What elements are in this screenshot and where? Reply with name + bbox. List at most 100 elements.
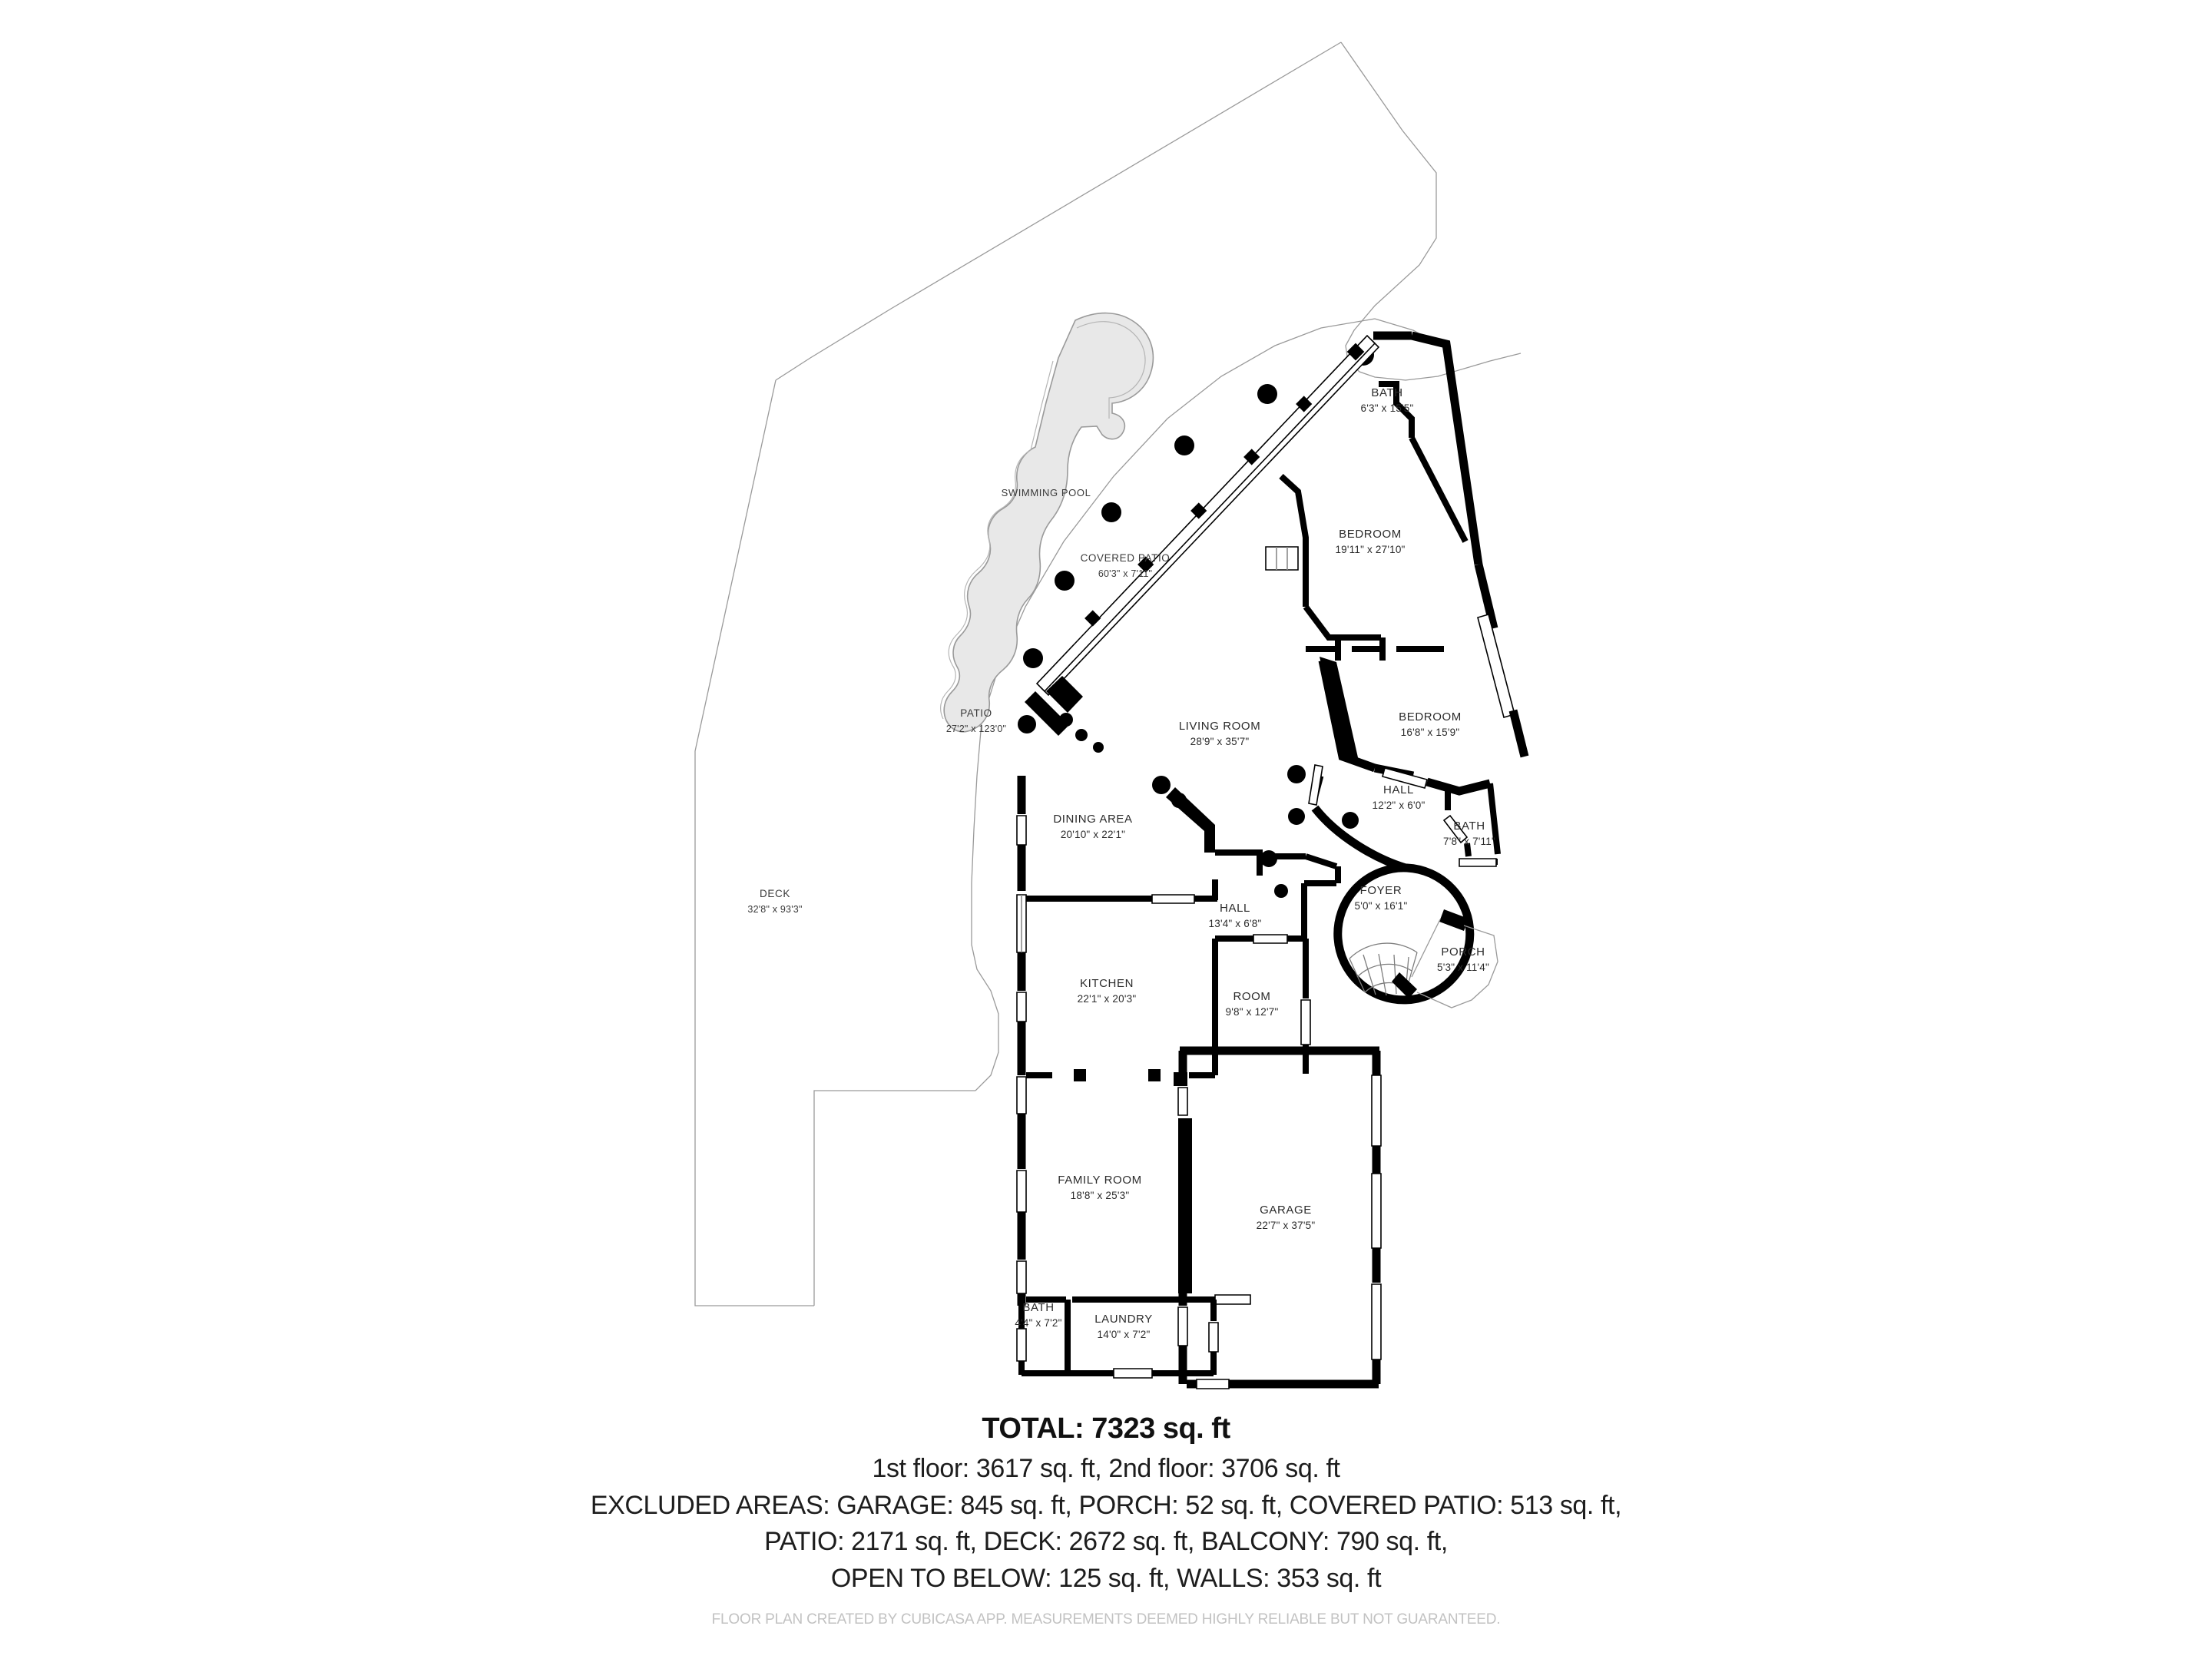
glass-wall-end-block	[1046, 676, 1083, 713]
floor-plan-svg: BATH 6'3" x 15'5" BEDROOM 19'11" x 27'10…	[694, 41, 1529, 1389]
room-dimension: 5'0" x 16'1"	[1355, 900, 1408, 912]
room-dimension: 7'8" x 7'11"	[1443, 836, 1495, 847]
patio-column-icon	[1023, 648, 1043, 668]
foyer-stair	[1349, 942, 1418, 996]
garage-wall-nub	[1174, 1072, 1187, 1086]
hall-upper-arc	[1311, 805, 1407, 873]
room-name: FOYER	[1360, 884, 1402, 897]
column-icon	[1152, 776, 1171, 794]
bedroom-partition-vertical	[1335, 637, 1386, 661]
post-icon	[1148, 1069, 1161, 1081]
room-dimension: 13'4" x 6'8"	[1209, 918, 1262, 929]
bath-mid-wall-south	[1464, 843, 1472, 857]
room-name: LIVING ROOM	[1179, 720, 1261, 733]
room-label-kitchen: KITCHEN 22'1" x 20'3"	[1078, 977, 1136, 1005]
patio-column-icon	[1093, 742, 1104, 753]
room-dimension: 19'11" x 27'10"	[1335, 544, 1405, 555]
room-door	[1300, 999, 1311, 1045]
garage-door-west	[1177, 1306, 1188, 1346]
wall-mullion	[1346, 343, 1365, 361]
bath-mid-window	[1459, 858, 1497, 867]
room-label-bath-upper: BATH 6'3" x 15'5"	[1361, 386, 1414, 414]
porch-wall-block	[1439, 909, 1469, 931]
closet-divider	[1276, 547, 1288, 570]
room-name: PORCH	[1441, 945, 1485, 959]
room-dimension: 20'10" x 22'1"	[1061, 829, 1125, 840]
northeast-wing-walls	[1265, 331, 1529, 873]
lot-outline-northwest	[775, 41, 1342, 381]
post-icon	[1074, 1069, 1086, 1081]
room-dimension: 18'8" x 25'3"	[1071, 1190, 1130, 1201]
exterior-wall-east-upper	[1410, 331, 1483, 565]
bedroom2-wall-corner	[1320, 657, 1359, 764]
column-icon	[1287, 765, 1306, 783]
room-dimension: 22'7" x 37'5"	[1257, 1220, 1316, 1231]
room-dimension: 9'8" x 12'7"	[1226, 1006, 1279, 1018]
deck-outline-lower	[813, 1090, 975, 1306]
patio-column-icon	[1257, 384, 1277, 404]
patio-outline	[976, 318, 1376, 777]
room-dimension: 6'3" x 15'5"	[1361, 402, 1414, 414]
garage-wall-west-thick	[1178, 1118, 1192, 1293]
swimming-pool-group	[940, 312, 1154, 733]
bath-mid-wall-east	[1487, 783, 1501, 855]
porch-outline	[1416, 925, 1498, 1008]
room-label-hall-lower: HALL 13'4" x 6'8"	[1209, 902, 1262, 929]
swimming-pool-shape	[943, 312, 1154, 733]
room-name: HALL	[1383, 783, 1414, 796]
room-label-hall-upper: HALL 12'2" x 6'0"	[1373, 783, 1426, 811]
room-label-porch: PORCH 5'3" x 11'4"	[1437, 945, 1489, 973]
room-name: BATH	[1453, 820, 1485, 833]
room-dimension: 60'3" x 7'11"	[1098, 568, 1152, 579]
garage-door	[1196, 1379, 1230, 1389]
closet-detail	[1265, 546, 1299, 571]
deck-outline-east	[971, 775, 999, 1091]
room-label-family-room: FAMILY ROOM 18'8" x 25'3"	[1058, 1174, 1141, 1201]
exterior-window-east	[1477, 614, 1515, 718]
room-label-bath-mid: BATH 7'8" x 7'11"	[1443, 820, 1495, 847]
exterior-wall-east-lower	[1508, 709, 1529, 758]
porch-edge	[1411, 919, 1441, 978]
column-icon	[1288, 808, 1305, 825]
window-west	[1016, 1260, 1027, 1294]
garage-window-east	[1371, 1173, 1382, 1249]
excluded-areas-line-3: OPEN TO BELOW: 125 sq. ft, WALLS: 353 sq…	[830, 1564, 1382, 1594]
room-name: KITCHEN	[1080, 977, 1134, 990]
main-house-walls	[1016, 776, 1382, 1389]
window-west	[1016, 1170, 1027, 1213]
window-west	[1016, 815, 1027, 846]
room-label-foyer: FOYER 5'0" x 16'1"	[1355, 884, 1408, 912]
room-name: DINING AREA	[1053, 813, 1132, 826]
room-dimension: 14'0" x 7'2"	[1098, 1329, 1151, 1340]
patio-column-icon	[1055, 571, 1075, 591]
swimming-pool-inner-coping	[1076, 321, 1146, 419]
exterior-window-wall	[1035, 334, 1376, 693]
room-name: PATIO	[960, 707, 992, 719]
bedroom1-wall-west	[1279, 474, 1309, 607]
bath-lower-window	[1016, 1328, 1027, 1362]
room-name: BEDROOM	[1399, 710, 1462, 724]
room-name: SWIMMING POOL	[1002, 487, 1091, 498]
dining-wall-north	[1215, 849, 1263, 876]
wall-mullion	[1084, 610, 1101, 627]
room-label-living-room: LIVING ROOM 28'9" x 35'7"	[1179, 720, 1261, 747]
patio-column-icon	[1075, 729, 1088, 741]
wall-mullion	[1296, 396, 1313, 412]
room-label-dining-area: DINING AREA 20'10" x 22'1"	[1053, 813, 1132, 840]
bedroom1-wall-south	[1303, 604, 1381, 641]
total-area-line: TOTAL: 7323 sq. ft	[982, 1412, 1230, 1445]
room-name: ROOM	[1233, 990, 1270, 1003]
room-dimension: 12'2" x 6'0"	[1373, 800, 1426, 811]
room-dimension: 27'2" x 123'0"	[946, 724, 1006, 734]
room-name: DECK	[760, 888, 790, 899]
bedroom2-window-south	[1382, 767, 1428, 789]
room-name: BATH	[1022, 1301, 1054, 1314]
floors-area-line: 1st floor: 3617 sq. ft, 2nd floor: 3706 …	[872, 1453, 1340, 1483]
lot-outline-north	[1340, 41, 1522, 381]
patio-column-icon	[1101, 502, 1121, 522]
room-dimension: 16'8" x 15'9"	[1401, 727, 1460, 738]
room-name: GARAGE	[1260, 1204, 1312, 1217]
garage-door-west	[1177, 1087, 1188, 1116]
room-label-patio: PATIO 27'2" x 123'0"	[946, 707, 1006, 734]
